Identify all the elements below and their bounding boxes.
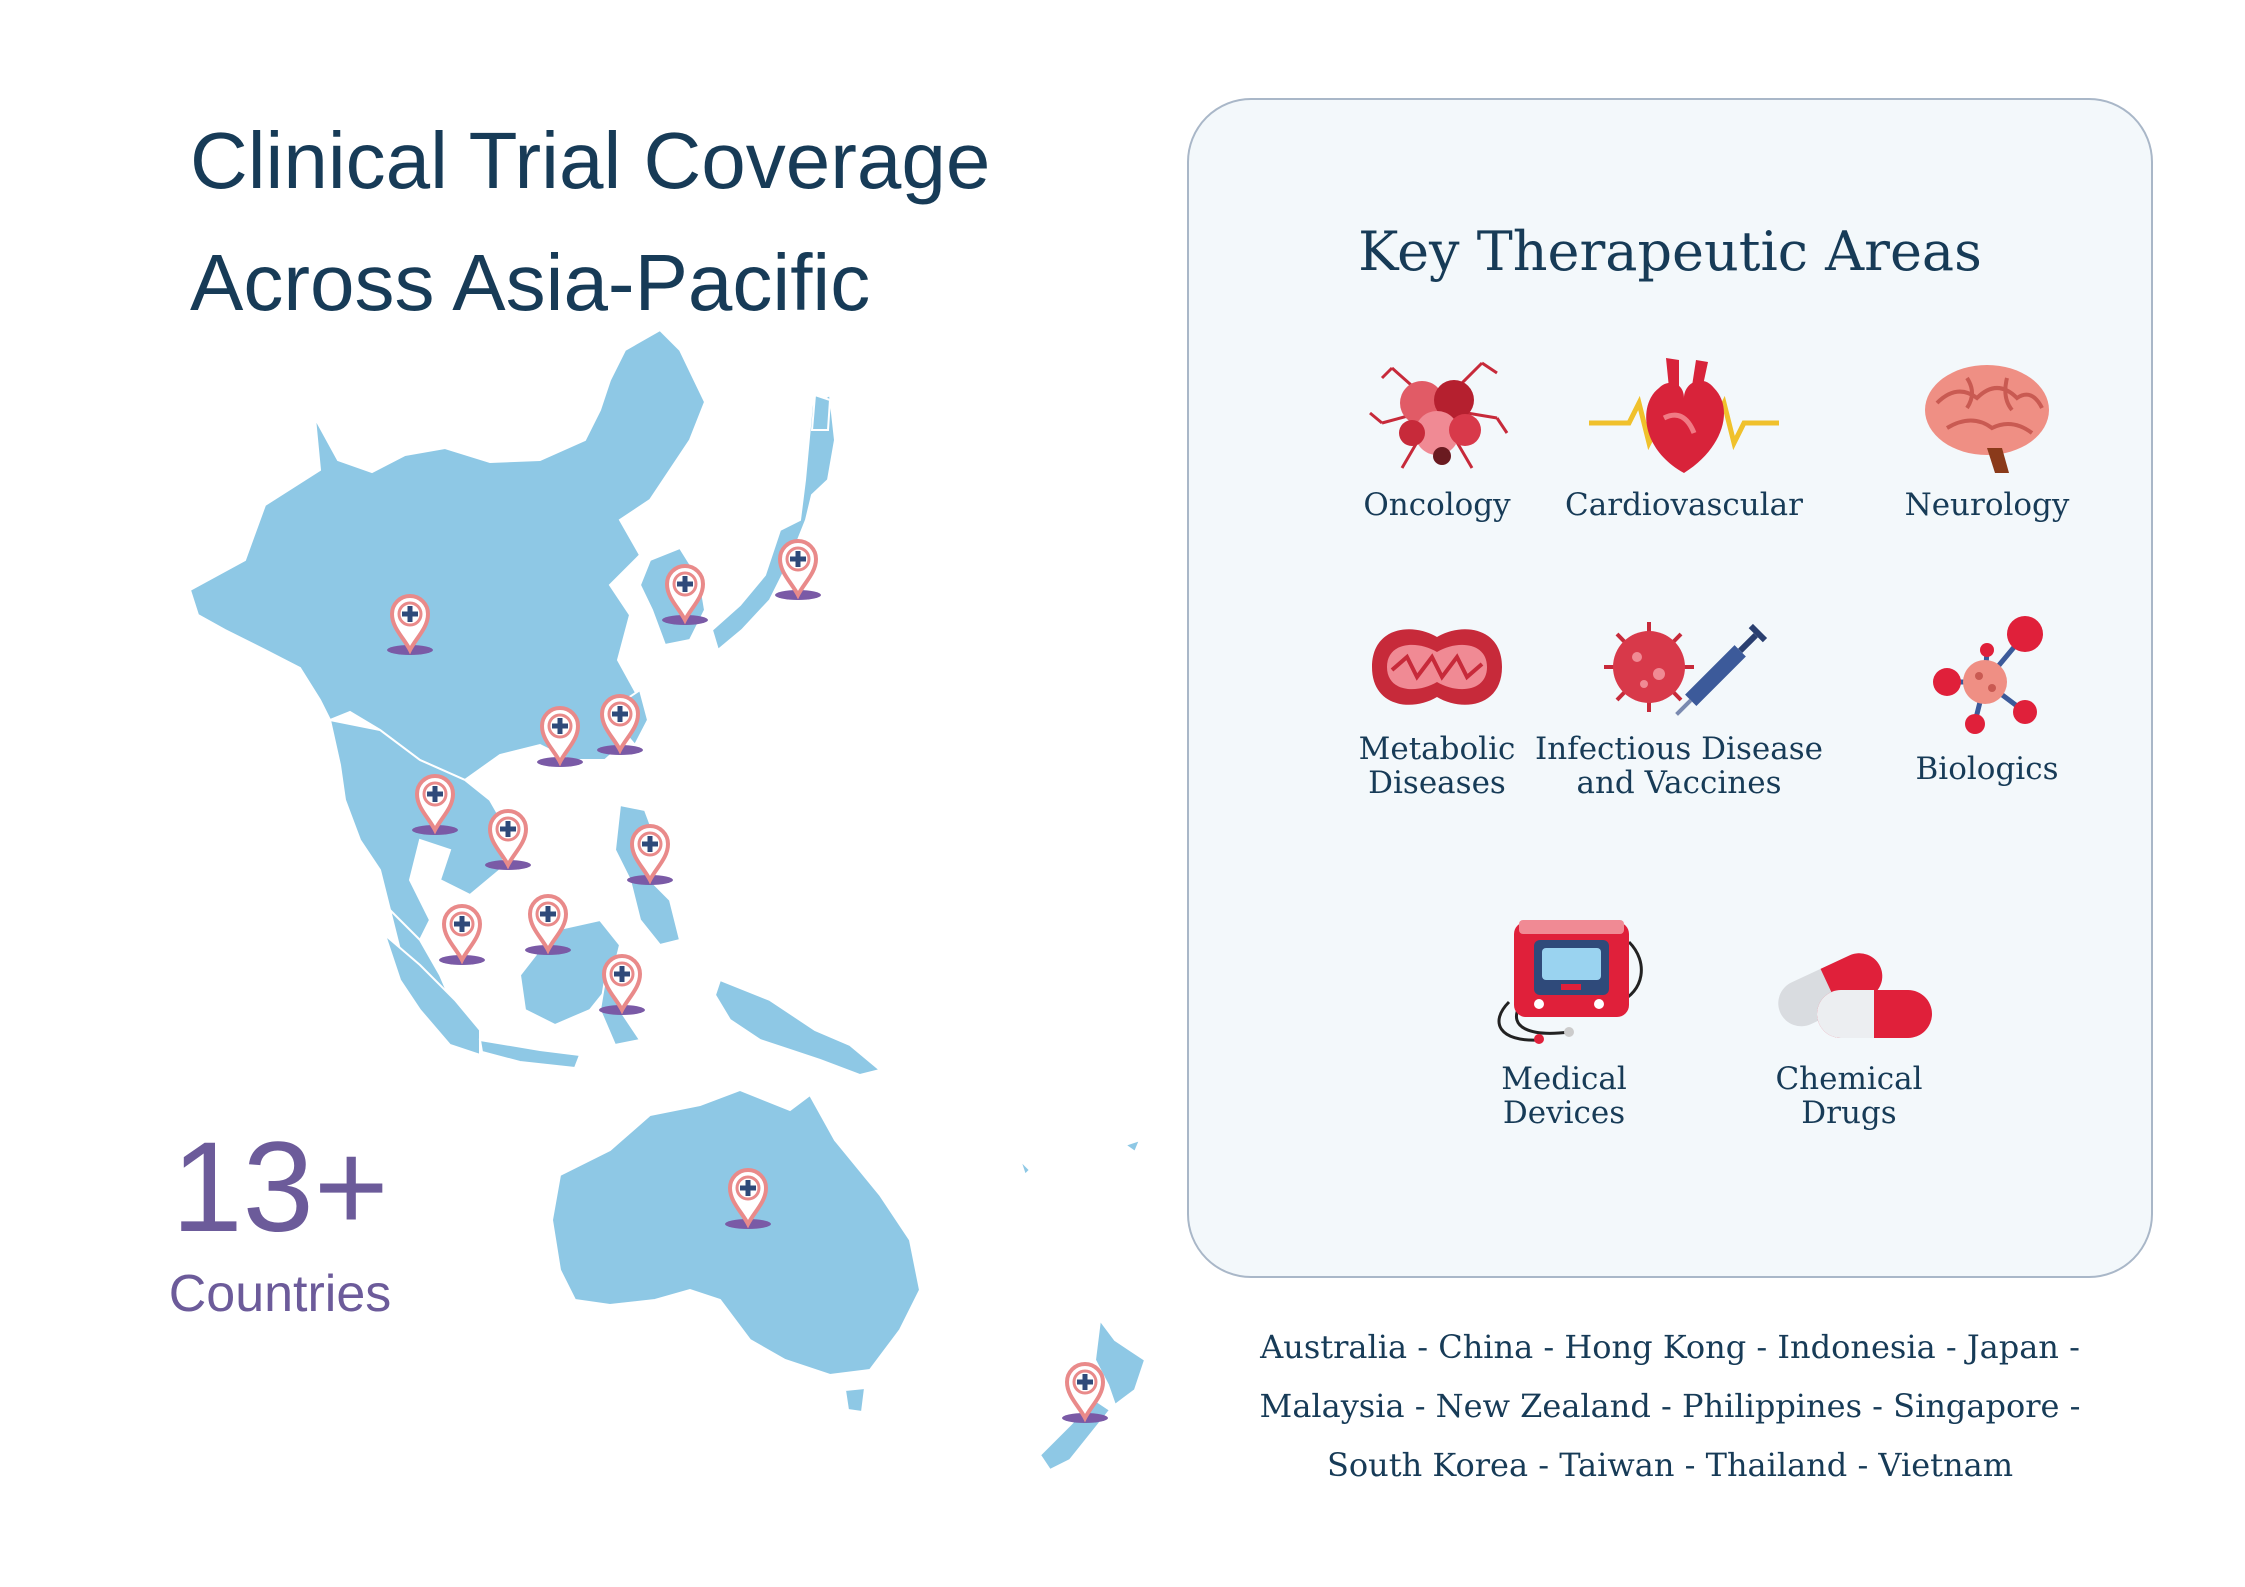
area-medical-devices: Medical Devices	[1414, 912, 1714, 1130]
brain-icon	[1925, 365, 2049, 473]
area-label: Medical Devices	[1501, 1061, 1627, 1131]
pill-capsules-icon	[1778, 953, 1932, 1038]
countries-line: Malaysia - New Zealand - Philippines - S…	[1259, 1387, 2081, 1425]
island-small	[1122, 1138, 1142, 1154]
indochina-land	[328, 718, 512, 953]
mitochondria-icon	[1372, 629, 1502, 705]
japan-land	[710, 393, 837, 652]
area-label: Biologics	[1915, 751, 2059, 787]
country-count-number: 13+	[171, 1116, 389, 1259]
molecule-icon	[1933, 616, 2043, 734]
tasmania-land	[843, 1386, 867, 1414]
country-count-label: Countries	[168, 1265, 392, 1323]
country-count: 13+ Countries	[150, 1118, 410, 1324]
area-label: Infectious Disease and Vaccines	[1535, 731, 1823, 801]
panel-title: Key Therapeutic Areas	[1358, 220, 1982, 283]
page-title: Clinical Trial Coverage Across Asia-Paci…	[190, 100, 1090, 344]
area-metabolic-diseases: Metabolic Diseases	[1287, 612, 1587, 800]
therapeutic-areas-panel: Key Therapeutic Areas Oncology Cardiovas…	[1187, 98, 2153, 1278]
pin-singapore	[437, 904, 487, 967]
china-land	[188, 328, 707, 782]
area-oncology: Oncology	[1287, 348, 1587, 522]
pin-japan	[773, 539, 823, 602]
title-line-2: Across Asia-Pacific	[190, 238, 871, 327]
asia-pacific-map	[188, 328, 1147, 1472]
hokkaido-land	[810, 393, 832, 431]
area-neurology: Neurology	[1837, 348, 2137, 522]
virus-syringe-icon	[1604, 622, 1768, 716]
area-label: Neurology	[1904, 487, 2070, 523]
area-label: Cardiovascular	[1565, 487, 1803, 523]
area-chemical-drugs: Chemical Drugs	[1699, 932, 1999, 1130]
defibrillator-icon	[1497, 920, 1643, 1044]
countries-list: Australia - China - Hong Kong - Indonesi…	[1187, 1318, 2153, 1495]
heart-icon	[1589, 358, 1779, 473]
area-label: Chemical Drugs	[1775, 1061, 1923, 1131]
island-small	[1019, 1159, 1032, 1177]
new-guinea-land	[713, 978, 883, 1077]
area-cardiovascular: Cardiovascular	[1534, 348, 1834, 522]
area-label: Metabolic Diseases	[1358, 731, 1516, 801]
new-zealand-south-land	[1038, 1398, 1112, 1472]
area-biologics: Biologics	[1837, 612, 2137, 786]
cancer-cell-icon	[1369, 361, 1509, 469]
countries-line: South Korea - Taiwan - Thailand - Vietna…	[1326, 1446, 2014, 1484]
title-line-1: Clinical Trial Coverage	[190, 116, 991, 205]
sumatra-land	[382, 931, 481, 1057]
countries-line: Australia - China - Hong Kong - Indonesi…	[1260, 1328, 2080, 1366]
australia-land	[550, 1088, 922, 1377]
area-label: Oncology	[1363, 487, 1511, 523]
area-infectious-disease: Infectious Disease and Vaccines	[1529, 612, 1829, 800]
java-land	[478, 1038, 582, 1070]
